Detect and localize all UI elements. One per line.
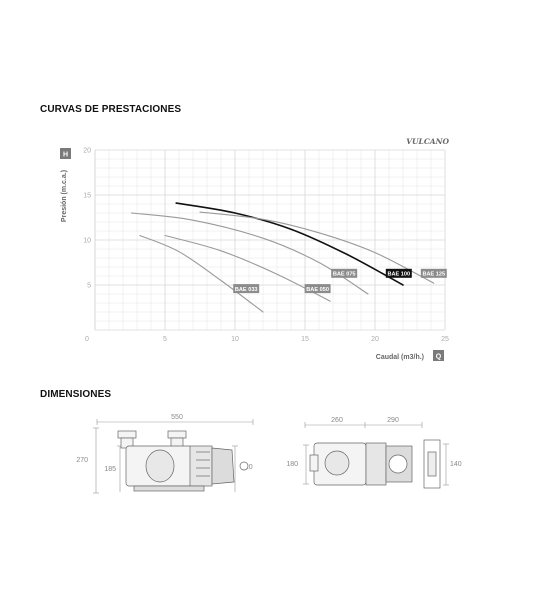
- dim-depth: 180: [286, 461, 298, 468]
- dim-width-left: 260: [331, 417, 343, 424]
- performance-title: CURVAS DE PRESTACIONES: [40, 104, 182, 115]
- x-axis-badge-label: Q: [436, 354, 442, 361]
- chart-axes: 0 5 10 15 20 25 5 10 15 20: [83, 148, 449, 344]
- series-line-bae-100: [175, 202, 404, 286]
- dim-height-inlet: 185: [104, 466, 116, 473]
- pump-top-view: [309, 439, 441, 489]
- series-line-bae-125: [199, 211, 435, 284]
- series-tag-bae-050: [304, 284, 331, 294]
- x-axis-badge: [433, 350, 444, 361]
- dim-width-right: 290: [387, 417, 399, 424]
- dimensions-title: DIMENSIONES: [40, 389, 112, 400]
- y-tick-label: 5: [87, 283, 91, 290]
- series-tag-bae-075: [331, 268, 358, 278]
- y-axis-badge: [60, 148, 71, 159]
- x-tick-label: 0: [85, 336, 89, 343]
- x-tick-label: 25: [441, 336, 449, 343]
- dim-height-total: 270: [76, 457, 88, 464]
- series-tag-label-bae-033: BAE 033: [235, 287, 258, 293]
- y-tick-label: 10: [83, 238, 91, 245]
- x-tick-label: 15: [301, 336, 309, 343]
- y-axis-label: Presión (m.c.a.): [61, 170, 68, 222]
- x-tick-label: 10: [231, 336, 239, 343]
- top-view-dimension-lines: [303, 422, 449, 486]
- series-tag-label-bae-125: BAE 125: [422, 272, 445, 278]
- side-view-dimension-lines: [93, 419, 254, 494]
- brand-logo: VULCANO: [406, 137, 449, 146]
- x-tick-label: 5: [163, 336, 167, 343]
- dim-base-height: 140: [450, 461, 462, 468]
- x-tick-label: 20: [371, 336, 379, 343]
- pump-side-view: [117, 430, 249, 492]
- x-axis-label: Caudal (m3/h.): [376, 354, 424, 361]
- series-tag-bae-125: [420, 268, 447, 278]
- y-axis-badge-label: H: [63, 152, 68, 159]
- series-line-bae-033: [139, 234, 264, 313]
- series-tag-label-bae-050: BAE 050: [306, 287, 329, 293]
- series-tag-bae-100: [385, 268, 412, 278]
- y-tick-label: 15: [83, 193, 91, 200]
- chart-series-labels: BAE 033 BAE 050 BAE 075 BAE 100 BAE 125: [233, 268, 447, 294]
- series-tag-label-bae-075: BAE 075: [333, 272, 356, 278]
- series-tag-label-bae-100: BAE 100: [387, 272, 410, 278]
- dim-width: 550: [171, 414, 183, 421]
- series-tag-bae-033: [233, 284, 260, 294]
- y-tick-label: 20: [83, 148, 91, 155]
